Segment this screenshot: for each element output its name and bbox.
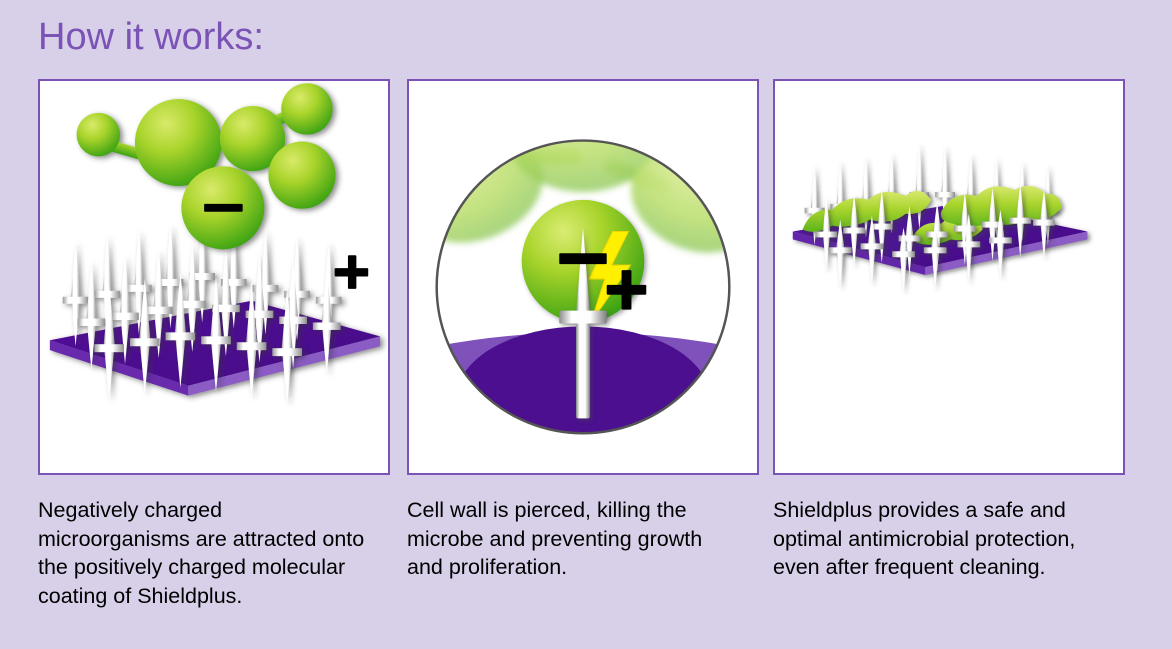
molecule-attracted-to-spiked-surface-illustration xyxy=(49,83,381,404)
dead-microbes-on-spiked-surface-illustration xyxy=(792,142,1088,293)
caption-piercing: Cell wall is pierced, killing the microb… xyxy=(407,498,703,579)
panel-piercing: Cell wall is pierced, killing the microb… xyxy=(407,79,759,639)
figure-piercing xyxy=(407,79,759,475)
green-molecule-chain xyxy=(76,83,336,250)
panels-row: Negatively charged microorganisms are at… xyxy=(0,79,1172,639)
white-spike-array xyxy=(62,217,342,404)
positive-charge-sign xyxy=(334,255,369,289)
white-spike xyxy=(559,227,607,419)
page-title: How it works: xyxy=(38,16,264,58)
positive-charge-sign xyxy=(606,270,647,310)
negative-charge-sign xyxy=(559,253,607,265)
figure-attraction xyxy=(38,79,390,475)
magnified-cell-pierced-by-spike-illustration xyxy=(435,139,731,435)
panel-attraction: Negatively charged microorganisms are at… xyxy=(38,79,390,639)
negative-charge-sign xyxy=(204,203,243,212)
white-spike-array-front xyxy=(815,184,1055,293)
caption-attraction: Negatively charged microorganisms are at… xyxy=(38,498,365,608)
panel-protection: Shieldplus provides a safe and optimal a… xyxy=(773,79,1125,639)
figure-protection xyxy=(773,79,1125,475)
caption-protection: Shieldplus provides a safe and optimal a… xyxy=(773,498,1076,579)
magnifier-circle xyxy=(435,139,731,435)
